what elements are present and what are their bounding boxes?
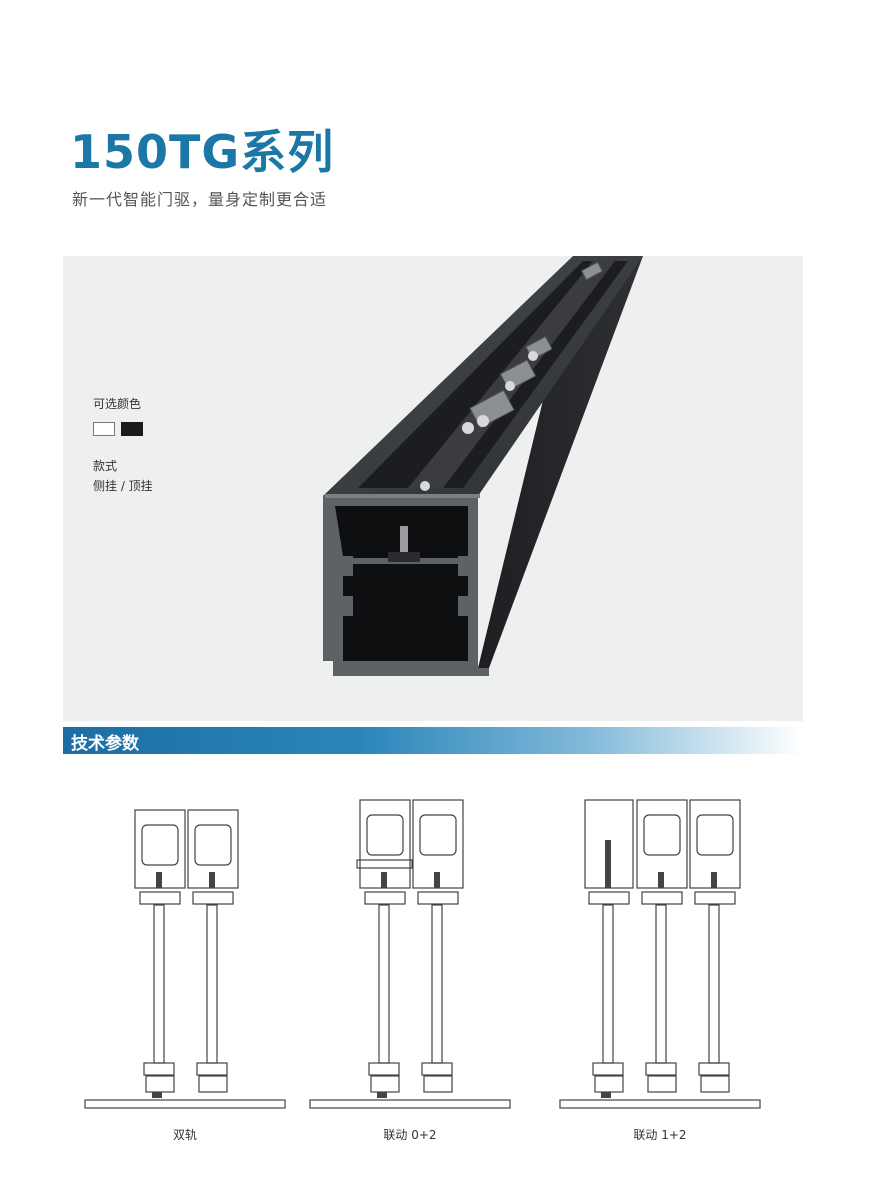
diagram-caption-linkage-0-2: 联动 0+2 bbox=[383, 1128, 437, 1142]
rail-profile-image bbox=[323, 256, 643, 676]
style-label: 款式 bbox=[93, 459, 118, 473]
diagram-caption-linkage-1-2: 联动 1+2 bbox=[633, 1128, 687, 1142]
diagram-caption-dual-rail: 双轨 bbox=[172, 1128, 197, 1142]
style-value: 侧挂 / 顶挂 bbox=[93, 479, 153, 493]
diagram-linkage-0-2 bbox=[309, 799, 511, 1109]
product-hero: 可选颜色 款式 侧挂 / 顶挂 bbox=[63, 256, 803, 721]
section-heading-bar: 技术参数 bbox=[63, 727, 803, 754]
color-options-label: 可选颜色 bbox=[93, 397, 142, 411]
white-color-swatch bbox=[93, 422, 115, 436]
page-subtitle: 新一代智能门驱，量身定制更合适 bbox=[72, 190, 328, 209]
diagram-linkage-1-2 bbox=[559, 799, 761, 1109]
section-heading: 技术参数 bbox=[71, 734, 139, 754]
black-color-swatch bbox=[121, 422, 143, 436]
page-title: 150TG系列 bbox=[70, 125, 335, 179]
diagram-dual-rail bbox=[84, 809, 286, 1109]
